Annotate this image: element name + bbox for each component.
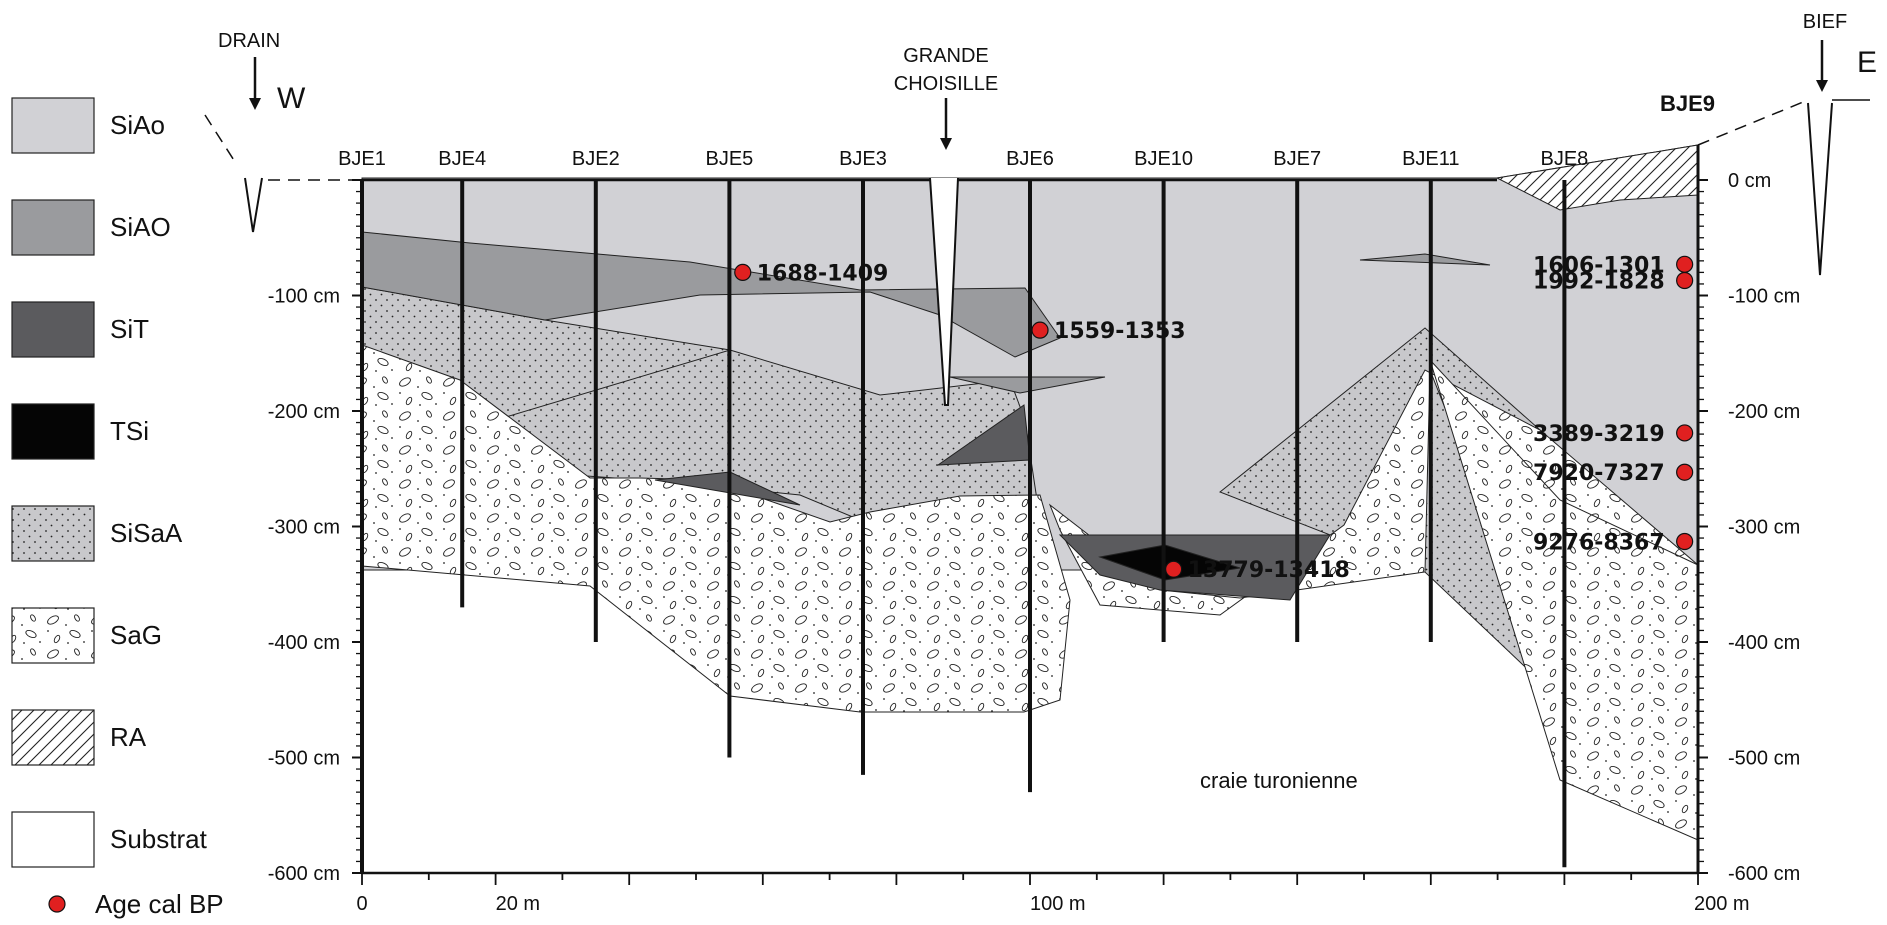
bief-channel bbox=[1807, 102, 1833, 276]
date-label: 3389-3219 bbox=[1533, 422, 1665, 447]
legend-label: Substrat bbox=[110, 824, 208, 854]
drain-profile-dashed bbox=[204, 114, 362, 181]
right-axis-tick-label: -300 cm bbox=[1728, 517, 1800, 539]
date-label: 1606-1301 bbox=[1533, 253, 1665, 278]
legend-label: SiAo bbox=[110, 110, 165, 140]
right-axis-tick-label: -200 cm bbox=[1728, 401, 1800, 423]
legend-label: RA bbox=[110, 722, 147, 752]
age-legend-marker bbox=[48, 895, 66, 913]
x-axis-tick-label: 200 m bbox=[1694, 893, 1750, 915]
legend-swatch bbox=[11, 505, 95, 562]
date-label: 7920-7327 bbox=[1533, 461, 1665, 486]
legend-swatch bbox=[11, 403, 95, 460]
legend-label: TSi bbox=[110, 416, 149, 446]
left-axis-tick-label: -400 cm bbox=[268, 632, 340, 654]
borehole-label: BJE3 bbox=[839, 148, 887, 170]
left-axis-tick-label: -100 cm bbox=[268, 286, 340, 308]
borehole-label: BJE11 bbox=[1402, 148, 1459, 170]
layer-sit-lens-3 bbox=[936, 404, 1031, 466]
date-marker bbox=[734, 263, 752, 281]
date-label: 13779-13418 bbox=[1188, 558, 1350, 583]
right-axis-tick-label: -400 cm bbox=[1728, 632, 1800, 654]
date-marker bbox=[1676, 255, 1694, 273]
borehole-label: BJE1 bbox=[338, 148, 386, 170]
bje9-label: BJE9 bbox=[1660, 91, 1715, 116]
date-marker bbox=[1165, 560, 1183, 578]
x-axis-tick-label: 0 bbox=[356, 893, 367, 915]
legend-swatch bbox=[11, 199, 95, 256]
left-axis-tick-label: -300 cm bbox=[268, 517, 340, 539]
right-axis-tick-label: -500 cm bbox=[1728, 748, 1800, 770]
date-marker bbox=[1676, 463, 1694, 481]
section-layers bbox=[204, 99, 1870, 841]
boreholes: BJE1 BJE4 BJE2 BJE5 BJE3 BJE6 BJE10 BJE7 BJE11 BJ… bbox=[338, 145, 1700, 873]
x-axis-tick-label: 20 m bbox=[496, 893, 540, 915]
east-label: E bbox=[1857, 46, 1877, 79]
grande-label-1: GRANDE bbox=[903, 45, 989, 67]
legend-label: SaG bbox=[110, 620, 162, 650]
borehole-label: BJE5 bbox=[705, 148, 753, 170]
borehole-label: BJE8 bbox=[1540, 148, 1588, 170]
date-label: 9276-8367 bbox=[1533, 531, 1665, 556]
grande-choisille-channel bbox=[929, 177, 959, 406]
date-label: 1688-1409 bbox=[757, 261, 889, 286]
date-label: 1992-1828 bbox=[1533, 269, 1665, 294]
legend-label: SiAO bbox=[110, 212, 171, 242]
radiocarbon-dates: 1688-1409 1559-1353 13779-13418 1606-130119… bbox=[734, 253, 1694, 583]
right-axis-tick-label: -600 cm bbox=[1728, 863, 1800, 885]
legend-swatch bbox=[11, 301, 95, 358]
legend-swatch bbox=[11, 811, 95, 868]
borehole-label: BJE10 bbox=[1134, 148, 1193, 170]
annotations: DRAIN W GRANDE CHOISILLE BIEF E BJE9 cra… bbox=[218, 11, 1877, 793]
borehole-label: BJE7 bbox=[1273, 148, 1321, 170]
date-marker bbox=[1676, 424, 1694, 442]
layer-siao-band bbox=[361, 231, 1061, 358]
layer-sit-lens-2 bbox=[1359, 253, 1491, 266]
grande-label-2: CHOISILLE bbox=[894, 73, 998, 95]
date-marker bbox=[1031, 321, 1049, 339]
layer-sag-west bbox=[361, 344, 1071, 713]
borehole-label: BJE2 bbox=[572, 148, 620, 170]
date-marker bbox=[1676, 532, 1694, 551]
legend-swatch bbox=[11, 709, 95, 766]
legend-label: SiT bbox=[110, 314, 149, 344]
drain-label: DRAIN bbox=[218, 30, 280, 52]
left-axis-tick-label: -600 cm bbox=[268, 863, 340, 885]
left-axis-tick-label: -200 cm bbox=[268, 401, 340, 423]
age-legend-label: Age cal BP bbox=[95, 889, 224, 919]
legend-label: SiSaA bbox=[110, 518, 183, 548]
layer-sit-lens-1 bbox=[949, 376, 1106, 394]
right-axis-tick-label: 0 cm bbox=[1728, 170, 1771, 192]
borehole-label: BJE4 bbox=[438, 148, 486, 170]
bief-label: BIEF bbox=[1803, 11, 1847, 33]
west-label: W bbox=[277, 82, 306, 115]
x-axis-tick-label: 100 m bbox=[1030, 893, 1086, 915]
legend-swatch bbox=[11, 607, 95, 664]
craie-note: craie turonienne bbox=[1200, 768, 1358, 793]
date-label: 1559-1353 bbox=[1054, 319, 1186, 344]
date-marker bbox=[1676, 271, 1694, 290]
borehole-label: BJE6 bbox=[1006, 148, 1054, 170]
layer-ra bbox=[1495, 144, 1699, 211]
left-axis-tick-label: -500 cm bbox=[268, 748, 340, 770]
drain-channel bbox=[244, 177, 263, 233]
right-axis-tick-label: -100 cm bbox=[1728, 286, 1800, 308]
legend-swatch bbox=[11, 97, 95, 154]
